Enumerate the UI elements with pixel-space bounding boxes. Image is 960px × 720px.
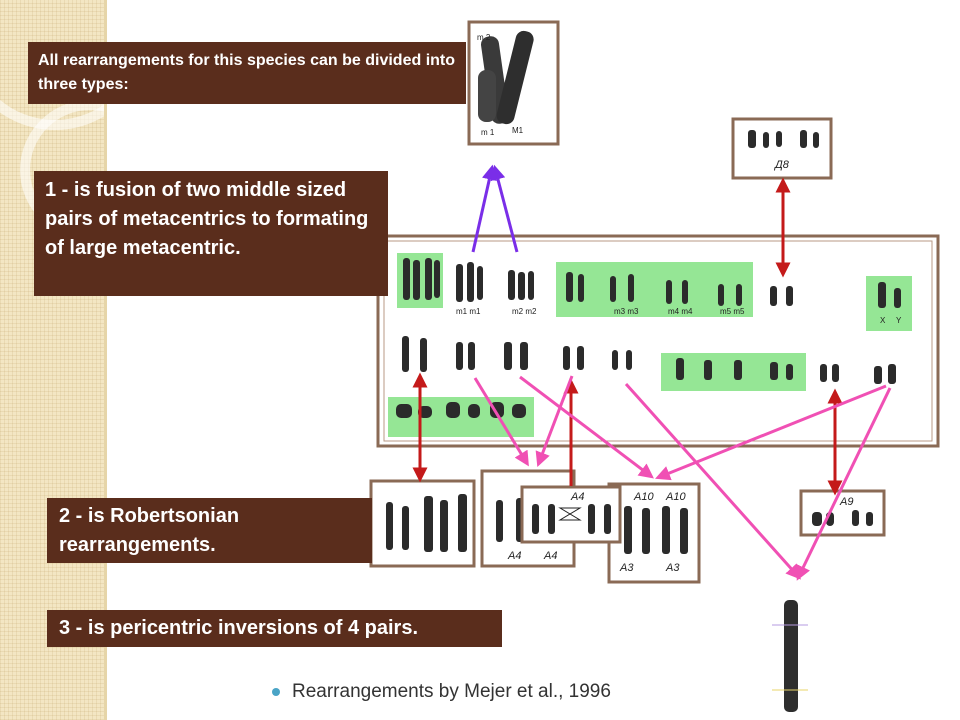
inversion-arrows — [473, 375, 892, 581]
intro-callout: All rearrangements for this species can … — [28, 42, 466, 104]
highlight-row2 — [661, 353, 806, 391]
svg-text:m 2: m 2 — [477, 33, 491, 42]
highlight-xy — [866, 276, 912, 331]
svg-text:m1 m1: m1 m1 — [456, 307, 481, 316]
svg-text:Y: Y — [896, 316, 902, 325]
a4-inset: A4 — [520, 485, 622, 544]
type-1-callout: 1 - is fusion of two middle sized pairs … — [34, 171, 388, 296]
svg-text:A4: A4 — [543, 550, 557, 562]
svg-text:A3: A3 — [665, 562, 680, 574]
svg-text:M1: M1 — [512, 126, 524, 135]
svg-text:m4 m4: m4 m4 — [668, 307, 693, 316]
svg-text:X: X — [880, 316, 886, 325]
svg-text:A4: A4 — [570, 491, 584, 503]
robertsonian-image — [369, 479, 476, 568]
type-3-callout: 3 - is pericentric inversions of 4 pairs… — [47, 610, 502, 647]
svg-text:Д8: Д8 — [773, 159, 790, 171]
svg-text:A3: A3 — [619, 562, 634, 574]
robertsonian-arrows — [412, 177, 843, 496]
chromosomes-row-1 — [403, 258, 901, 308]
svg-text:A10: A10 — [665, 491, 686, 503]
svg-text:m 1: m 1 — [481, 128, 495, 137]
d8-box: Д8 — [731, 117, 833, 180]
svg-text:m2 m2: m2 m2 — [512, 307, 537, 316]
decorative-side-panel — [0, 0, 160, 720]
svg-text:A10: A10 — [633, 491, 654, 503]
a9-box: A9 — [799, 489, 886, 537]
svg-text:m5 m5: m5 m5 — [720, 307, 745, 316]
fusion-arrows — [471, 164, 519, 253]
inversion-strip — [772, 588, 808, 718]
side-panel-edge — [104, 0, 107, 720]
citation-text: Rearrangements by Mejer et al., 1996 — [292, 681, 611, 702]
chromosomes-row-2 — [402, 336, 896, 384]
highlight-row3 — [388, 397, 534, 437]
svg-text:A4: A4 — [507, 550, 521, 562]
svg-text:A9: A9 — [839, 496, 853, 508]
chromosomes-row-3 — [396, 402, 526, 418]
row-1-labels: m1 m1 m2 m2 m3 m3 m4 m4 m5 m5 X Y — [456, 307, 902, 325]
bullet-dot-icon — [272, 688, 280, 696]
a10-a3-box: A10 A10 A3 A3 — [607, 482, 701, 584]
fusion-image: m 2 m 1 M1 — [467, 20, 560, 146]
citation-bullet: Rearrangements by Mejer et al., 1996 — [272, 681, 611, 703]
highlight-groups — [388, 253, 912, 437]
type-2-callout: 2 - is Robertsonian rearrangements. — [47, 498, 372, 563]
svg-text:m3 m3: m3 m3 — [614, 307, 639, 316]
